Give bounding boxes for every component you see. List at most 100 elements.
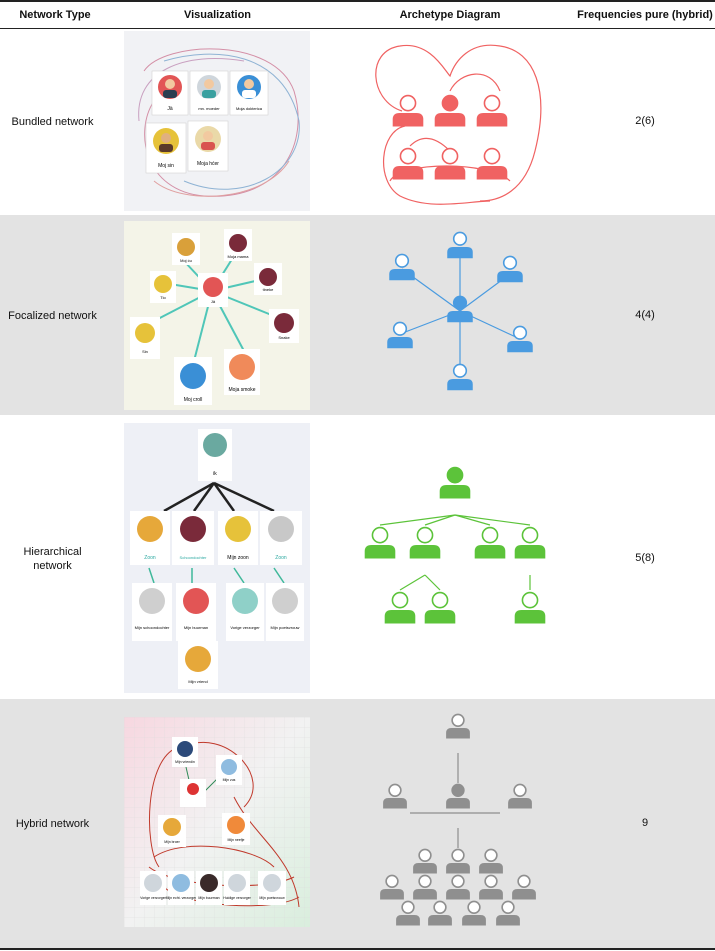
network-type-label: Hierarchical network	[0, 545, 105, 573]
person-icon	[446, 713, 470, 739]
person-card: Jä	[198, 273, 228, 307]
svg-text:Moj croll: Moj croll	[184, 397, 203, 403]
svg-text:Moja mama: Moja mama	[228, 254, 250, 259]
svg-text:Mijn buurman: Mijn buurman	[198, 896, 219, 900]
person-icon	[446, 848, 470, 874]
svg-text:Mijn zoon: Mijn zoon	[227, 555, 249, 561]
person-card: Vorige verzorger	[140, 871, 167, 905]
svg-text:Mijn vriendin: Mijn vriendin	[175, 760, 195, 764]
svg-text:Zoon: Zoon	[144, 555, 156, 561]
person-icon	[409, 526, 441, 559]
person-icon	[508, 783, 532, 809]
visualization-photo: Moj ću Moja mama Tio Jä tineke Sin Snake…	[124, 221, 310, 410]
header-frequencies: Frequencies pure (hybrid)	[577, 9, 713, 21]
person-icon	[514, 526, 546, 559]
person-icon	[424, 591, 456, 624]
svg-text:Mijn poetsvrouw: Mijn poetsvrouw	[259, 896, 285, 900]
person-card: Vorige verzorger	[226, 583, 264, 641]
person-icon	[383, 783, 407, 809]
table-bottom-rule	[0, 948, 715, 950]
person-icon	[380, 874, 404, 900]
person-card: Mijn poetsvrouw	[258, 871, 286, 905]
person-card: Mijn vriendin	[172, 737, 198, 767]
person-card: Moja mama	[224, 229, 252, 261]
person-card: Moj croll	[174, 357, 212, 405]
frequency-value: 4(4)	[635, 309, 655, 321]
person-icon	[392, 147, 424, 180]
person-icon	[384, 591, 416, 624]
person-card: Mijn poetsvrouw	[266, 583, 304, 641]
person-icon	[514, 591, 546, 624]
svg-text:Mijn neefje: Mijn neefje	[228, 838, 245, 842]
person-card	[180, 779, 206, 807]
person-icon	[434, 94, 466, 127]
person-card: Moja dokterica	[229, 70, 269, 116]
person-icon	[434, 147, 466, 180]
svg-text:Mijn vriend: Mijn vriend	[188, 679, 207, 684]
archetype-people	[387, 231, 533, 391]
svg-text:Mijn echt. verzorger: Mijn echt. verzorger	[166, 896, 198, 900]
archetype-people	[380, 713, 536, 926]
svg-text:Mijn broer: Mijn broer	[164, 840, 180, 844]
svg-text:Mijn poetsvrouw: Mijn poetsvrouw	[271, 625, 300, 630]
archetype-people	[392, 94, 508, 180]
person-card: Mijn broer	[158, 815, 186, 847]
table-header: Network Type Visualization Archetype Dia…	[0, 2, 715, 28]
person-card: Schoondochter	[172, 511, 214, 565]
person-card: Sin	[130, 317, 160, 359]
header-rule	[0, 28, 715, 29]
svg-text:Moja smoke: Moja smoke	[229, 387, 256, 393]
svg-text:mn. moeder: mn. moeder	[198, 106, 220, 111]
frequency-value: 5(8)	[635, 552, 655, 564]
svg-text:Vorige verzorger: Vorige verzorger	[140, 896, 167, 900]
person-icon	[447, 363, 473, 391]
svg-text:Zoon: Zoon	[275, 555, 287, 561]
person-icon	[447, 231, 473, 259]
person-card: Jä	[151, 70, 189, 116]
header-archetype-diagram: Archetype Diagram	[399, 9, 501, 21]
svg-text:Jä: Jä	[167, 106, 173, 112]
person-icon	[392, 94, 424, 127]
person-icon	[496, 900, 520, 926]
svg-text:Moja dokterica: Moja dokterica	[236, 106, 263, 111]
person-card: Mijn echt. verzorger	[166, 871, 198, 905]
svg-text:Mijn schoondochter: Mijn schoondochter	[135, 625, 170, 630]
person-icon	[364, 526, 396, 559]
person-icon	[446, 783, 470, 809]
frequency-value: 9	[641, 817, 649, 829]
person-card: Huidige verzorger	[223, 871, 252, 905]
svg-text:Mijn zus: Mijn zus	[223, 778, 236, 782]
person-icon	[446, 874, 470, 900]
person-card: Mijn buurman	[176, 583, 216, 641]
person-icon	[428, 900, 452, 926]
svg-text:tineke: tineke	[263, 287, 274, 292]
svg-text:Snake: Snake	[278, 335, 290, 340]
archetype-diagram-hybrid	[350, 703, 550, 943]
visualization-photo: Jä mn. moeder Moja dokterica	[124, 31, 310, 211]
svg-text:Jä: Jä	[211, 299, 216, 304]
person-icon	[476, 147, 508, 180]
visualization-photo: Mijn vriendin Mijn zus Mijn broer Mijn n…	[124, 717, 310, 927]
person-card: Moja hćer	[187, 120, 229, 172]
archetype-diagram-hierarchical	[350, 455, 550, 665]
archetype-diagram-bundled	[350, 31, 550, 211]
person-icon	[396, 900, 420, 926]
person-icon	[439, 466, 471, 499]
svg-text:Sin: Sin	[142, 349, 148, 354]
frequency-value: 2(6)	[635, 115, 655, 127]
person-icon	[512, 874, 536, 900]
svg-text:Mijn buurman: Mijn buurman	[184, 625, 208, 630]
person-card: ik	[198, 429, 232, 481]
person-card: Moj sin	[145, 122, 187, 174]
person-icon	[387, 321, 413, 349]
person-card: Mijn schoondochter	[132, 583, 172, 641]
header-network-type: Network Type	[19, 9, 91, 21]
person-icon	[413, 848, 437, 874]
person-icon	[476, 94, 508, 127]
person-card: Moja smoke	[224, 349, 260, 395]
network-type-label: Hybrid network	[15, 818, 90, 830]
svg-text:Huidige verzorger: Huidige verzorger	[223, 896, 251, 900]
person-icon	[497, 255, 523, 283]
person-card: Mijn vriend	[178, 641, 218, 689]
